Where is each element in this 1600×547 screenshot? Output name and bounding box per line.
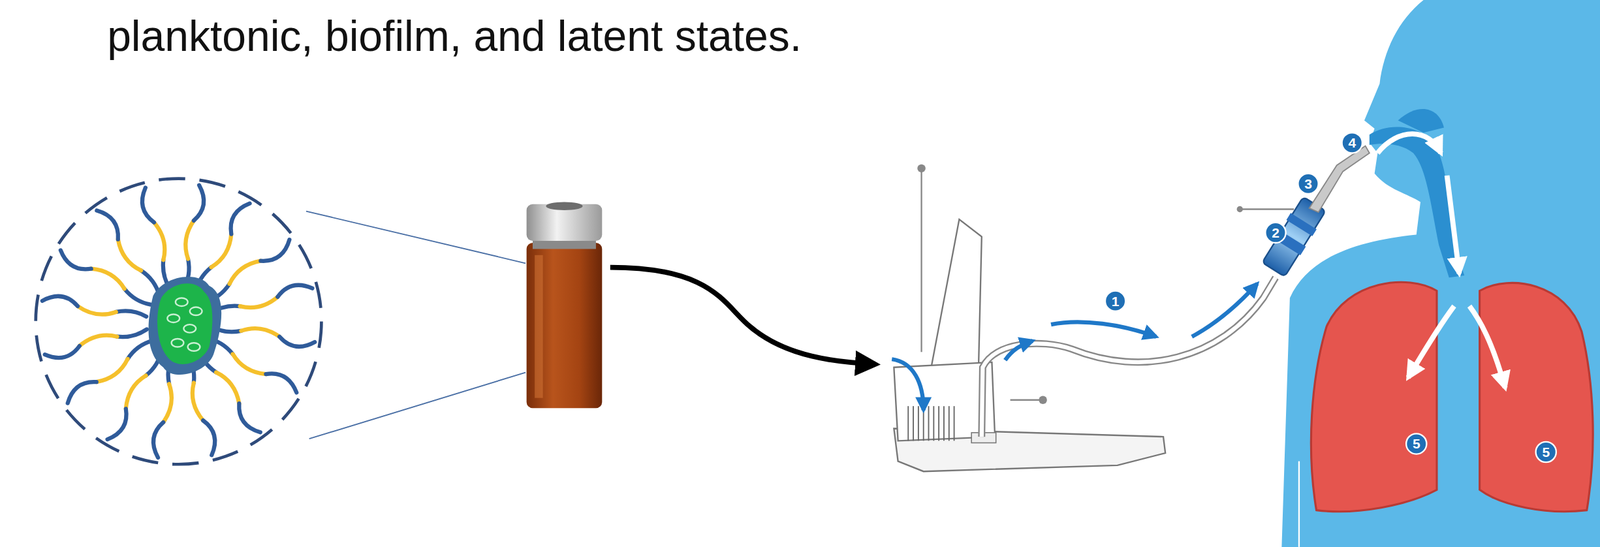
polymer-chain	[125, 375, 147, 409]
polymer-chain	[240, 328, 280, 337]
polymer-chain	[67, 381, 97, 404]
polymer-chain	[96, 210, 119, 240]
polymer-chain	[229, 261, 262, 284]
polymer-chain	[124, 288, 151, 305]
polymer-chain	[240, 297, 279, 308]
polymer-chain	[79, 335, 118, 346]
polymer-chain	[154, 222, 165, 261]
caption-text: planktonic, biofilm, and latent states.	[107, 14, 802, 58]
polymer-chain	[193, 185, 204, 221]
polymer-chain	[233, 353, 267, 375]
callout-number: 4	[1341, 135, 1363, 150]
callout-number: 3	[1297, 176, 1319, 191]
callout-number: 5	[1406, 436, 1428, 451]
polymer-chain	[142, 188, 155, 223]
polymer-chain	[277, 285, 313, 298]
polymer-chain	[42, 296, 78, 307]
polymer-chain	[153, 422, 164, 458]
polymer-chain	[185, 220, 194, 260]
polymer-chain	[116, 329, 147, 337]
polymer-chain	[127, 340, 153, 360]
callout-number: 5	[1535, 445, 1557, 459]
polymer-chain	[238, 403, 261, 433]
polymer-chain	[116, 310, 147, 317]
polymer-chain	[279, 336, 315, 347]
polymer-chain	[60, 250, 92, 269]
polymer-chain	[211, 234, 232, 268]
polymer-chain	[260, 239, 290, 262]
polymer-chain	[163, 383, 172, 423]
polymer-chain	[216, 372, 239, 404]
polymer-chain	[96, 359, 128, 382]
polymer-chain	[118, 239, 142, 271]
callout-number: 2	[1265, 225, 1287, 240]
polymer-chain	[231, 203, 251, 235]
polymer-chain	[265, 373, 297, 393]
callout-number: 1	[1105, 294, 1127, 309]
polymer-chain	[107, 408, 127, 440]
polymer-chain	[192, 382, 204, 421]
polymer-chain	[77, 306, 117, 315]
polymer-chain	[91, 268, 125, 290]
polymer-chain	[45, 345, 80, 358]
polymer-chain	[203, 420, 215, 455]
